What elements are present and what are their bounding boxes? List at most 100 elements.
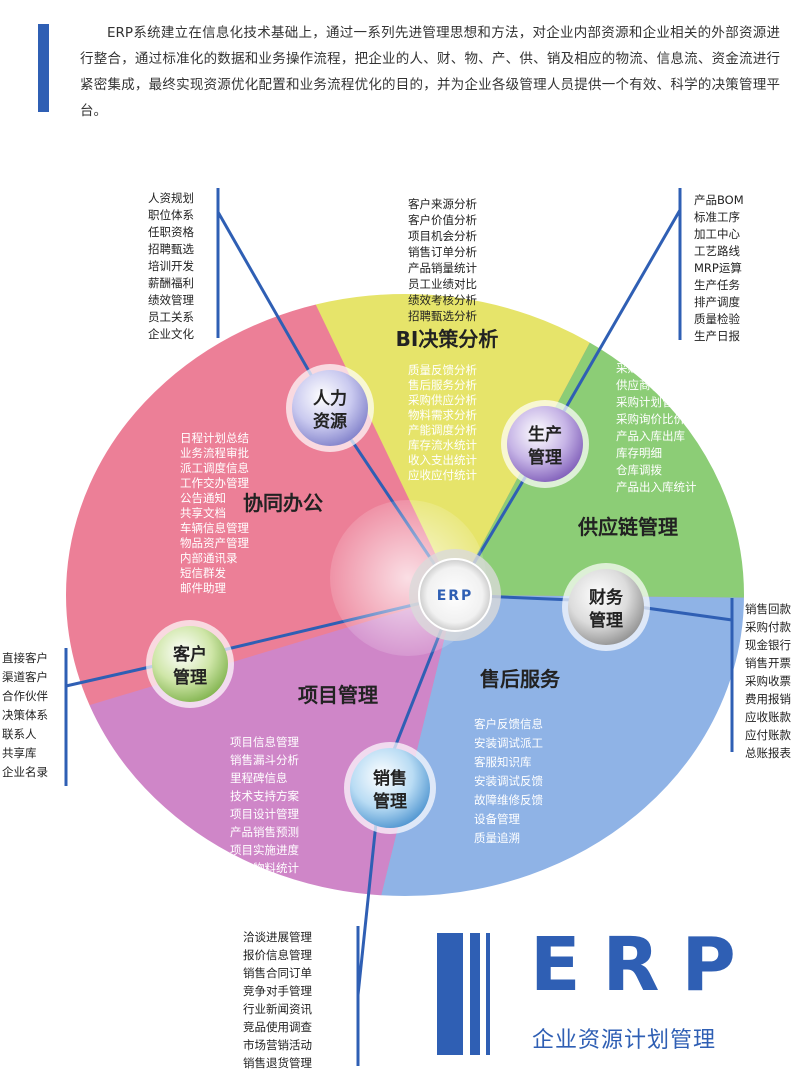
node-production-label-2: 管理 bbox=[528, 447, 562, 468]
office-item: 共享文档 bbox=[180, 506, 226, 520]
node-finance-label-2: 管理 bbox=[589, 610, 623, 631]
finance-external-item: 采购付款 bbox=[745, 620, 791, 634]
sector-office-title: 协同办公 bbox=[243, 491, 323, 515]
project-item: 销售漏斗分析 bbox=[230, 753, 299, 767]
production-external-item: 工艺路线 bbox=[694, 244, 740, 258]
hr-external-item: 薪酬福利 bbox=[148, 276, 194, 290]
sales-external-item: 市场营销活动 bbox=[243, 1038, 312, 1052]
production-external-item: 质量检验 bbox=[694, 312, 740, 326]
supply-item: 采购订单 bbox=[616, 361, 662, 375]
bi-item: 库存流水统计 bbox=[408, 438, 477, 452]
bi-external-item: 客户价值分析 bbox=[408, 213, 477, 227]
node-customer-label-2: 管理 bbox=[173, 667, 207, 688]
sector-service-title: 售后服务 bbox=[480, 667, 561, 691]
project-item: 项目信息管理 bbox=[230, 735, 299, 749]
office-item: 邮件助理 bbox=[180, 581, 226, 595]
office-item: 车辆信息管理 bbox=[180, 521, 249, 535]
bi-external-item: 员工业绩对比 bbox=[408, 277, 477, 291]
sales-external-item: 报价信息管理 bbox=[243, 948, 312, 962]
node-finance[interactable]: 财务 管理 bbox=[562, 563, 650, 651]
production-external-item: 标准工序 bbox=[694, 210, 740, 224]
service-item: 质量追溯 bbox=[474, 831, 520, 845]
finance-external-item: 采购收票 bbox=[745, 674, 791, 688]
office-item: 公告通知 bbox=[180, 491, 226, 505]
brand-bar-thick bbox=[437, 933, 463, 1055]
sector-supply-title: 供应链管理 bbox=[577, 515, 678, 539]
bi-item: 应收应付统计 bbox=[408, 468, 477, 482]
node-customer-label-1: 客户 bbox=[172, 644, 207, 665]
node-customer[interactable]: 客户 管理 bbox=[146, 620, 234, 708]
external-brackets bbox=[64, 188, 734, 1066]
finance-external-item: 总账报表 bbox=[745, 746, 791, 760]
finance-external-item: 销售回款 bbox=[745, 602, 791, 616]
service-item: 客户反馈信息 bbox=[474, 717, 543, 731]
bi-item: 产能调度分析 bbox=[408, 423, 477, 437]
bi-external-item: 产品销量统计 bbox=[408, 261, 477, 275]
finance-external-item: 费用报销 bbox=[745, 692, 791, 706]
sector-bi-title: BI决策分析 bbox=[396, 327, 499, 351]
service-item: 客服知识库 bbox=[474, 755, 532, 769]
service-item: 安装调试派工 bbox=[474, 736, 543, 750]
finance-external-item: 应收账款 bbox=[745, 710, 791, 724]
node-sales[interactable]: 销售 管理 bbox=[344, 742, 436, 834]
office-item: 短信群发 bbox=[180, 566, 226, 580]
project-item: 项目物料统计 bbox=[230, 861, 299, 875]
customer-external-item: 联系人 bbox=[2, 727, 37, 741]
node-sales-label-2: 管理 bbox=[373, 791, 407, 812]
finance-external-item: 销售开票 bbox=[745, 656, 791, 670]
node-production-label-1: 生产 bbox=[528, 424, 562, 445]
service-item: 安装调试反馈 bbox=[474, 774, 543, 788]
supply-item: 库存明细 bbox=[616, 446, 662, 460]
project-item: 里程碑信息 bbox=[230, 771, 288, 785]
bi-item: 物料需求分析 bbox=[408, 408, 477, 422]
sales-external-item: 销售合同订单 bbox=[243, 966, 312, 980]
sales-external-item: 洽谈进展管理 bbox=[243, 930, 312, 944]
bi-item: 售后服务分析 bbox=[408, 378, 477, 392]
office-item: 内部通讯录 bbox=[180, 551, 238, 565]
production-external-item: 生产任务 bbox=[694, 278, 740, 292]
finance-external-item: 现金银行 bbox=[745, 638, 791, 652]
intro-accent-bar bbox=[38, 24, 49, 112]
bi-external-item: 项目机会分析 bbox=[408, 229, 477, 243]
core-hub[interactable] bbox=[418, 558, 492, 632]
node-finance-label-1: 财务 bbox=[588, 587, 624, 608]
office-item: 物品资产管理 bbox=[180, 536, 249, 550]
intro-paragraph: ERP系统建立在信息化技术基础上，通过一系列先进管理思想和方法，对企业内部资源和… bbox=[80, 25, 780, 119]
office-item: 日程计划总结 bbox=[180, 431, 249, 445]
bi-item: 采购供应分析 bbox=[408, 393, 477, 407]
bi-item: 收入支出统计 bbox=[408, 453, 477, 467]
node-hr-label-1: 人力 bbox=[313, 388, 347, 409]
project-item: 项目设计管理 bbox=[230, 807, 299, 821]
node-hr[interactable]: 人力 资源 bbox=[286, 364, 374, 452]
production-external-item: 加工中心 bbox=[694, 227, 740, 241]
sales-external-item: 行业新闻资讯 bbox=[243, 1002, 312, 1016]
production-external-item: 产品BOM bbox=[694, 193, 744, 207]
bi-external-item: 销售订单分析 bbox=[408, 245, 477, 259]
node-hr-label-2: 资源 bbox=[313, 411, 347, 432]
sales-external-item: 销售退货管理 bbox=[243, 1056, 312, 1070]
hr-external-item: 员工关系 bbox=[148, 310, 194, 324]
customer-external-item: 直接客户 bbox=[2, 651, 48, 665]
hr-external-item: 企业文化 bbox=[148, 327, 194, 341]
hr-external-item: 绩效管理 bbox=[148, 293, 194, 307]
bi-external-item: 客户来源分析 bbox=[408, 197, 477, 211]
bi-external-item: 招聘甄选分析 bbox=[408, 309, 477, 323]
hr-external-item: 培训开发 bbox=[148, 259, 194, 273]
brand-subtitle: 企业资源计划管理 bbox=[532, 1028, 717, 1053]
service-item: 设备管理 bbox=[474, 812, 520, 826]
hr-external-item: 人资规划 bbox=[148, 191, 194, 205]
customer-external-item: 决策体系 bbox=[2, 708, 48, 722]
production-external-item: 排产调度 bbox=[694, 295, 740, 309]
project-item: 项目实施进度 bbox=[230, 843, 299, 857]
customer-external-item: 企业名录 bbox=[2, 765, 48, 779]
node-production[interactable]: 生产 管理 bbox=[501, 400, 589, 488]
production-external-item: MRP运算 bbox=[694, 261, 742, 275]
hr-external-item: 职位体系 bbox=[148, 208, 194, 222]
supply-item: 采购计划管理 bbox=[616, 395, 685, 409]
sector-project-title: 项目管理 bbox=[298, 683, 378, 707]
brand-bar-thin bbox=[470, 933, 480, 1055]
customer-external-item: 合作伙伴 bbox=[2, 689, 48, 703]
hr-external-item: 招聘甄选 bbox=[148, 242, 194, 256]
finance-external-item: 应付账款 bbox=[745, 728, 791, 742]
